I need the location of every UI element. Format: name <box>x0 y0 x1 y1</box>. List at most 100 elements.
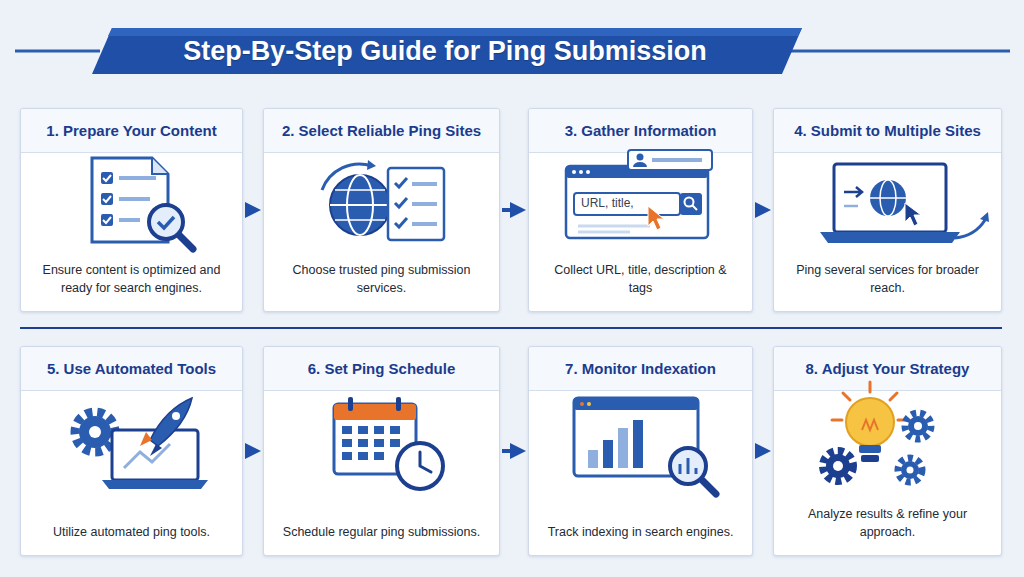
checklist-icon <box>388 168 444 240</box>
step-card: 1. Prepare Your ContentEnsure content is… <box>20 108 243 312</box>
step-description: Choose trusted ping submission services. <box>276 261 487 297</box>
title-banner-highlight <box>108 28 802 36</box>
text-line <box>119 197 150 201</box>
lightbulb-icon <box>823 382 931 482</box>
globe <box>330 175 390 235</box>
mouse-cursor <box>648 206 664 230</box>
bulb-filament <box>862 420 878 430</box>
window-dot <box>580 402 584 406</box>
chart-bar <box>588 450 598 468</box>
laptop-base <box>102 480 208 489</box>
text-line <box>844 205 858 208</box>
browser-dot <box>579 170 583 174</box>
bulb-base <box>859 445 881 453</box>
step-card: 4. Submit to Multiple SitesPing several … <box>773 108 1002 312</box>
monitor-screen <box>574 398 698 476</box>
diagram-title: Step-By-Step Guide for Ping Submission <box>90 28 800 74</box>
flow-arrow <box>245 449 253 453</box>
gear-hub <box>907 467 914 474</box>
gear-body <box>79 416 111 448</box>
document-sheet <box>92 158 168 242</box>
rocket-fin <box>150 444 162 456</box>
step-heading: 8. Adjust Your Strategy <box>774 347 1001 391</box>
gear-hub <box>833 461 843 471</box>
step-description: Ensure content is optimized and ready fo… <box>33 261 230 297</box>
step-description: Analyze results & refine your approach. <box>786 505 989 541</box>
clock-icon <box>397 443 443 489</box>
text-line <box>119 176 156 180</box>
globe-meridian <box>347 175 373 235</box>
step-heading: 1. Prepare Your Content <box>21 109 242 153</box>
profile-body <box>633 162 647 167</box>
globe-parallel <box>335 190 385 220</box>
magnifier-handle <box>178 234 193 249</box>
gear-teeth <box>75 412 115 452</box>
search-glass <box>685 198 694 207</box>
globe <box>870 180 906 216</box>
clock-face <box>397 443 443 489</box>
globe-meridian <box>880 180 896 216</box>
step-card: 3. Gather InformationCollect URL, title,… <box>528 108 753 312</box>
calendar-ring <box>348 397 353 411</box>
check-mark <box>103 175 111 223</box>
step-heading: 6. Set Ping Schedule <box>264 347 499 391</box>
window-dot <box>587 402 591 406</box>
browser-dot <box>586 170 590 174</box>
monitor-bar <box>574 398 698 410</box>
curved-arrow-head <box>980 212 989 222</box>
step-card: 6. Set Ping ScheduleSchedule regular pin… <box>263 346 500 556</box>
calendar-grid <box>342 430 400 456</box>
light-rays <box>832 382 908 420</box>
search-box <box>574 193 680 215</box>
step-card: 2. Select Reliable Ping SitesChoose trus… <box>263 108 500 312</box>
chart-bar <box>603 440 613 468</box>
laptop-base <box>820 232 960 243</box>
profile-head <box>637 154 644 161</box>
checkbox <box>101 193 113 205</box>
row-divider <box>20 327 1002 329</box>
rocket-window <box>172 412 180 420</box>
document-fold <box>152 158 168 174</box>
browser-window <box>566 166 708 238</box>
profile-bar <box>628 150 712 170</box>
text-line <box>652 158 702 162</box>
flow-arrow <box>755 449 763 453</box>
orbit-arrow-head <box>367 160 376 170</box>
laptop-screen <box>112 430 198 480</box>
step-card: 5. Use Automated ToolsUtilize automated … <box>20 346 243 556</box>
gear-teeth <box>905 413 931 439</box>
globe-icon <box>322 160 390 235</box>
search-glass-handle <box>692 205 697 210</box>
orbit-arrow <box>322 164 372 190</box>
search-button <box>680 193 702 215</box>
step-description: Schedule regular ping submissions. <box>276 523 487 541</box>
calendar-ring <box>396 397 401 411</box>
gear-teeth <box>823 451 853 481</box>
magnifier-icon <box>149 205 193 249</box>
magnifier-lens <box>149 205 183 239</box>
rocket-body <box>150 398 192 446</box>
curved-arrow <box>955 220 985 238</box>
text-line <box>119 218 140 222</box>
step-heading: 3. Gather Information <box>529 109 752 153</box>
gear-teeth <box>898 458 922 482</box>
calendar-icon <box>334 397 416 474</box>
checklist-sheet <box>388 168 444 240</box>
magnifier-handle <box>702 480 716 494</box>
calendar-sheet <box>334 404 416 474</box>
globe-equator <box>870 197 906 199</box>
check-mark <box>395 178 407 227</box>
gear-hub <box>914 422 922 430</box>
banner-line <box>790 50 1010 53</box>
gear-body <box>826 454 850 478</box>
bulb-base <box>861 455 879 462</box>
flow-arrow <box>245 208 253 212</box>
step-description: Collect URL, title, description & tags <box>541 261 740 297</box>
step-heading: 7. Monitor Indexation <box>529 347 752 391</box>
step-card: 7. Monitor IndexationTrack indexing in s… <box>528 346 753 556</box>
send-arrow <box>844 187 862 197</box>
step-description: Ping several services for broader reach. <box>786 261 989 297</box>
clock-hands <box>420 452 431 472</box>
